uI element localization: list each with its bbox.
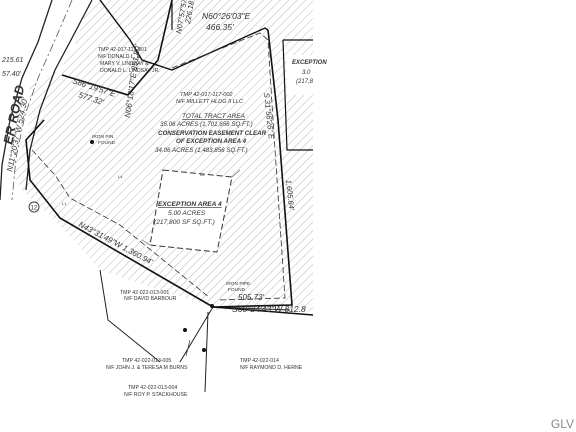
tmp-main-line2: N/F MILLETT HLDG II LLC <box>176 99 244 105</box>
bearing-n60-26-03: N60°26'03"E <box>202 11 251 21</box>
total-tract-title: TOTAL TRACT AREA <box>182 113 245 120</box>
southwest-boundary <box>25 119 214 308</box>
south-parcel-lines <box>99 269 291 393</box>
east-boundary <box>212 29 293 308</box>
tmp-north-line2: N/F DONALD L. & <box>98 54 141 60</box>
conservation-title2: OF EXCEPTION AREA 4 <box>176 138 247 145</box>
tmp-stackhouse-line1: TMP 42-022-013-004 <box>128 385 177 391</box>
exception-area-4 <box>149 169 233 253</box>
inner-dashed-boundary <box>171 32 286 301</box>
hatched-parcel-area <box>12 0 313 312</box>
exception-right-value2: (217,8 <box>296 79 314 85</box>
road-edge-east <box>25 0 93 191</box>
bearing-s60-24: S60°24'43"W 812.8 <box>232 304 306 314</box>
exception-right-value1: 3.0 <box>302 70 311 76</box>
iron-pipe-marker <box>210 304 214 308</box>
circled-number-marker <box>28 201 40 213</box>
iron-pipe-label2: FOUND <box>228 287 246 293</box>
south-parcel-barbour <box>100 270 213 360</box>
exception-area-right <box>282 39 313 151</box>
tmp-north-line4: DONALD L. LINDSAY JR. <box>100 68 160 74</box>
iron-pipe-label1: IRON PIPE <box>226 281 250 287</box>
tmp-main-line1: TMP 42-017-117-002 <box>180 92 233 98</box>
main-parcel-boundary <box>61 0 173 96</box>
exception4-title: EXCEPTION AREA 4 <box>158 201 222 208</box>
tick-label: L1 <box>62 201 67 206</box>
exception4-acres: 5.00 ACRES <box>168 210 206 217</box>
distance-466: 466.35' <box>206 22 234 32</box>
south-marker-1 <box>183 328 187 332</box>
south-marker-2 <box>202 348 206 352</box>
inner-dashed-west <box>31 149 211 299</box>
distance-57: 57.40' <box>2 71 22 78</box>
iron-pin-marker <box>90 140 94 144</box>
tmp-stackhouse-line2: N/F ROY P. STACKHOUSE <box>124 392 188 398</box>
watermark-text: GLV <box>551 417 574 431</box>
exception-right-title: EXCEPTION <box>292 60 327 66</box>
south-boundary-east <box>212 306 314 316</box>
tmp-herne-line1: TMP 42-022-014 <box>240 358 279 364</box>
circled-number: 12 <box>31 206 38 212</box>
north-boundary <box>99 0 269 71</box>
distance-215: 215.61 <box>1 57 24 64</box>
conservation-title1: CONSERVATION EASEMENT CLEAR <box>158 130 267 137</box>
tick-label: L6 <box>200 172 205 177</box>
total-tract-value: 35.06 ACRES (1,701,656 SQ.FT.) <box>160 121 253 128</box>
conservation-value: 34.06 ACRES (1,483,856 SQ.FT.) <box>155 147 248 154</box>
tmp-north-line1: TMP 42-017-117-001 <box>98 47 147 53</box>
distance-505: 505.73' <box>238 293 264 302</box>
tmp-north-line3: MARY V. LINDSAY & <box>100 61 149 67</box>
tmp-herne-line2: N/F RAYMOND D. HERNE <box>240 365 303 371</box>
exception4-sqft: (217,800 SF SQ.FT.) <box>154 219 215 226</box>
road-edge-west <box>0 0 53 201</box>
tmp-burns-line1: TMP 42-022-013-005 <box>122 358 171 364</box>
tmp-barbour-line1: TMP 42-022-013-001 <box>120 290 169 296</box>
iron-pin-label2: FOUND <box>98 140 116 146</box>
tick-label: L4 <box>118 174 123 179</box>
distance-1605: 1,605.84' <box>284 179 296 211</box>
exception-right-clear <box>287 55 313 95</box>
tmp-barbour-line2: N/F DAVID BARBOUR <box>124 296 177 302</box>
road-centerline <box>11 0 73 201</box>
iron-pin-label1: IRON PIN <box>92 134 114 140</box>
tmp-burns-line2: N/F JOHN J. & TERESA M BURNS <box>106 365 188 371</box>
